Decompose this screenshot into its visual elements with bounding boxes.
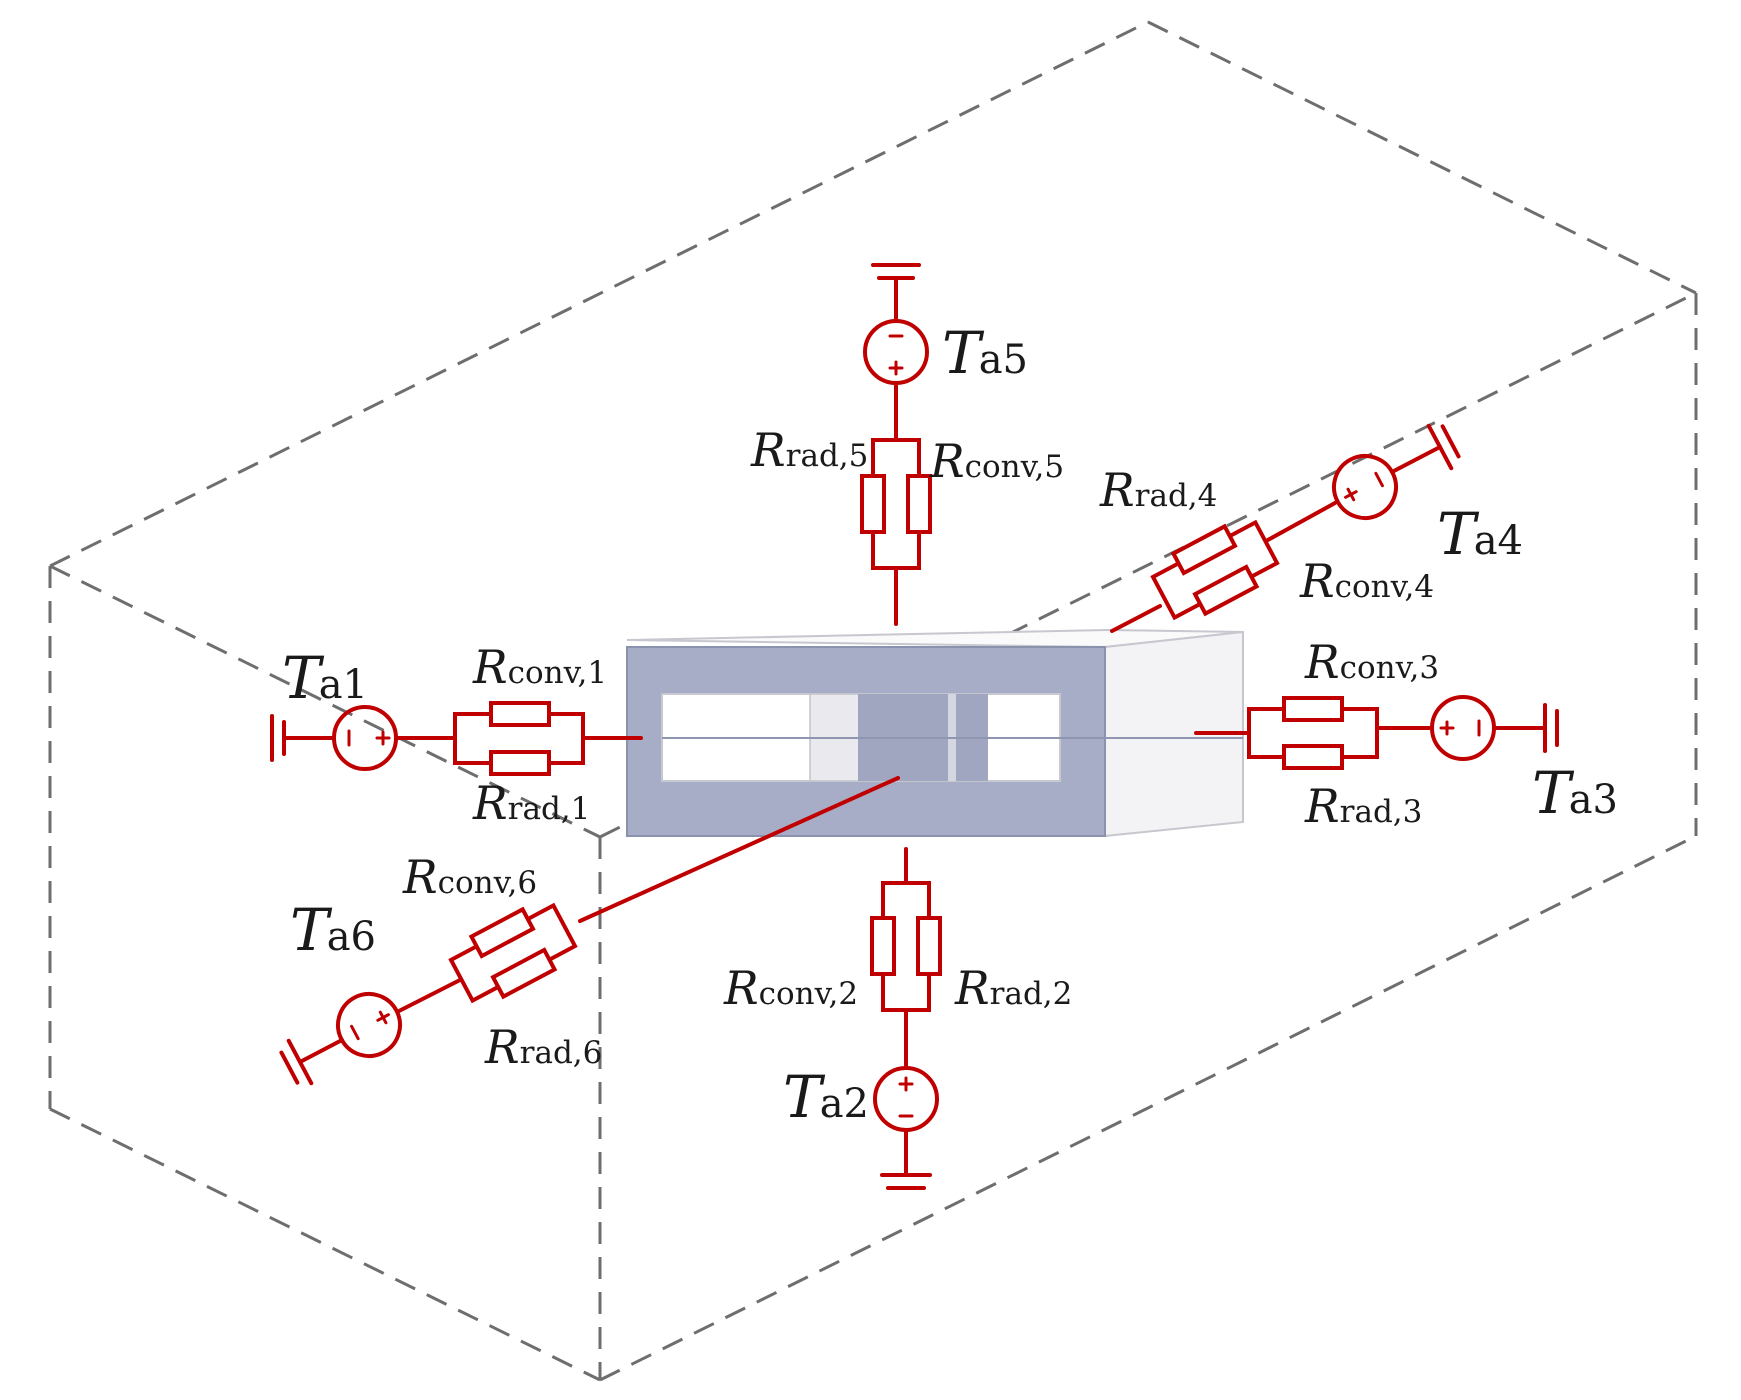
branch-3 [1194,695,1559,770]
label-rrad5: Rrad,5 [750,423,868,477]
resistor-rconv4 [1192,564,1260,617]
enclosure-box [48,20,1698,1382]
circuit [270,263,1559,1190]
resistor-rrad4 [1170,523,1238,576]
wire [1264,501,1337,543]
label-rrad3: Rrad,3 [1304,779,1422,833]
branch-2 [870,847,942,1190]
box-edge [599,834,1697,1382]
label-ta5: Ta5 [942,319,1028,387]
resistor-rconv2 [870,916,896,976]
box-edge [599,291,1697,839]
ground-4 [1426,423,1461,471]
label-rconv4: Rconv,4 [1299,554,1434,608]
source-ta6 [336,992,402,1058]
resistor-rconv3 [1282,696,1344,722]
resistor-rconv5 [906,474,932,534]
resistor-rrad3 [1282,744,1344,770]
label-ta6: Ta6 [290,896,376,964]
label-rrad6: Rrad,6 [484,1020,602,1074]
label-rconv2: Rconv,2 [723,961,858,1015]
labels: Ta1 Rconv,1 Rrad,1 Rconv,2 Rrad,2 Ta2 Rc… [282,319,1618,1131]
resistor-rrad5 [860,474,886,534]
wire [578,776,900,923]
wire [1390,445,1442,474]
label-rconv6: Rconv,6 [402,850,537,904]
label-ta2: Ta2 [783,1063,869,1131]
branch-6 [279,776,900,1086]
label-rconv5: Rconv,5 [929,434,1064,488]
label-rrad2: Rrad,2 [954,961,1072,1015]
branch-1 [270,701,643,776]
label-rconv3: Rconv,3 [1304,635,1439,689]
resistor-group-6 [448,902,578,1004]
label-rrad1: Rrad,1 [472,776,590,830]
label-ta1: Ta1 [282,644,368,712]
label-ta3: Ta3 [1532,759,1618,827]
box-edge [49,1107,601,1382]
box-edge [49,20,1149,568]
resistor-rconv1 [489,701,551,727]
resistor-rrad2 [916,916,942,976]
component-body [626,628,1244,838]
box-edge [1147,20,1697,295]
resistor-rrad1 [489,750,551,776]
resistor-rconv6 [468,906,536,959]
label-rconv1: Rconv,1 [472,640,607,694]
wire [1110,604,1162,633]
ground-6 [279,1038,314,1086]
branch-5 [860,263,932,626]
resistor-group-4 [1150,519,1280,621]
wire [298,1038,344,1064]
resistor-rrad6 [490,947,558,1000]
box-edge [49,564,601,839]
label-rrad4: Rrad,4 [1099,463,1217,517]
branch-4 [1110,423,1461,633]
label-ta4: Ta4 [1437,500,1523,568]
wire [397,978,462,1013]
source-ta4 [1332,454,1398,520]
